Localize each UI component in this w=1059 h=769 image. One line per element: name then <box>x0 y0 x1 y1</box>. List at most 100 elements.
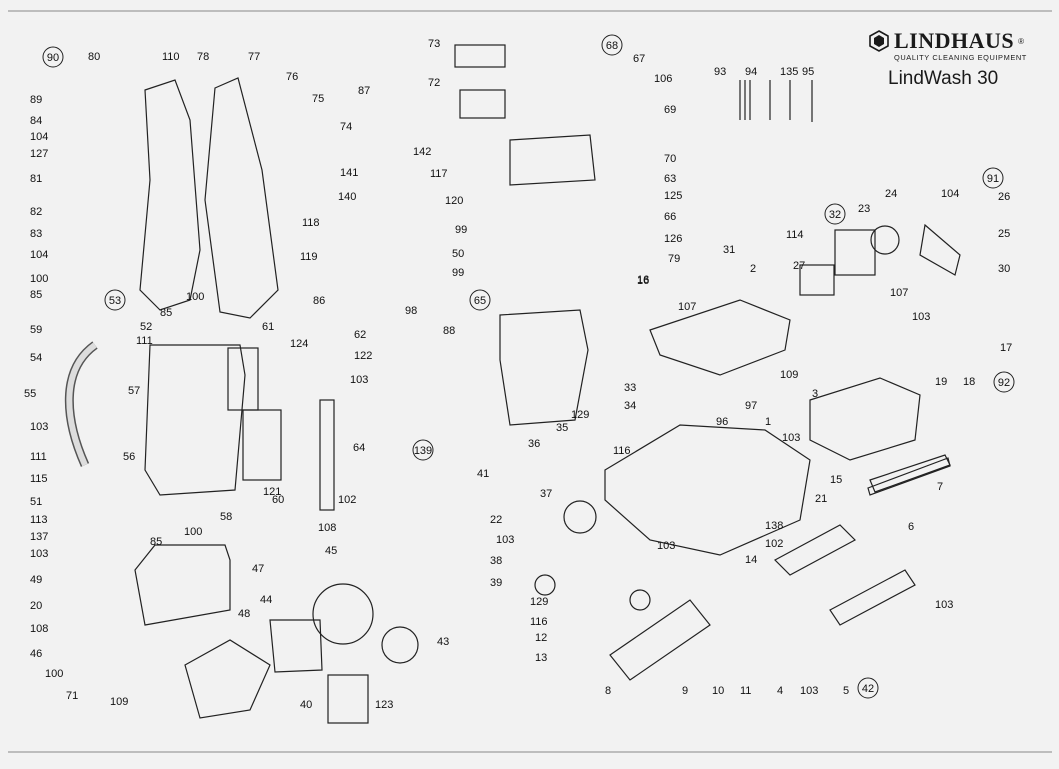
part-label-14: 14 <box>745 554 757 566</box>
brand-tagline: QUALITY CLEANING EQUIPMENT <box>894 53 1027 62</box>
callout-circle-92 <box>993 371 1015 393</box>
part-label-30: 30 <box>998 263 1010 275</box>
part-label-82: 82 <box>30 206 42 218</box>
part-label-103: 103 <box>935 599 953 611</box>
part-label-24: 24 <box>885 188 897 200</box>
part-label-135: 135 <box>780 66 798 78</box>
part-label-142: 142 <box>413 146 431 158</box>
part-label-15: 15 <box>830 474 842 486</box>
callout-label-42: 42 <box>862 683 874 695</box>
callout-label-90: 90 <box>47 52 59 64</box>
part-label-127: 127 <box>30 148 48 160</box>
callout-circle-65 <box>469 289 491 311</box>
part-label-47: 47 <box>252 563 264 575</box>
part-label-76: 76 <box>286 71 298 83</box>
part-label-93: 93 <box>714 66 726 78</box>
part-label-34: 34 <box>624 400 636 412</box>
part-label-70: 70 <box>664 153 676 165</box>
part-label-122: 122 <box>354 350 372 362</box>
part-label-51: 51 <box>30 496 42 508</box>
part-label-107: 107 <box>890 287 908 299</box>
part-label-6: 6 <box>908 521 914 533</box>
part-label-113: 113 <box>30 514 48 526</box>
part-label-103: 103 <box>657 540 675 552</box>
part-label-81: 81 <box>30 173 42 185</box>
callout-label-32: 32 <box>829 209 841 221</box>
part-label-49: 49 <box>30 574 42 586</box>
part-label-13: 13 <box>535 652 547 664</box>
part-label-123: 123 <box>375 699 393 711</box>
model-title: LindWash 30 <box>888 68 999 89</box>
part-label-85: 85 <box>150 536 162 548</box>
part-label-103: 103 <box>350 374 368 386</box>
part-label-21: 21 <box>815 493 827 505</box>
part-label-100: 100 <box>45 668 63 680</box>
part-label-104: 104 <box>30 249 48 261</box>
part-label-103: 103 <box>782 432 800 444</box>
part-label-58: 58 <box>220 511 232 523</box>
callout-circle-90 <box>42 46 64 68</box>
part-label-69: 69 <box>664 104 676 116</box>
part-label-55: 55 <box>24 388 36 400</box>
part-label-106: 106 <box>654 73 672 85</box>
part-label-54: 54 <box>30 352 42 364</box>
part-label-118: 118 <box>302 217 320 229</box>
part-label-63: 63 <box>664 173 676 185</box>
part-label-102: 102 <box>765 538 783 550</box>
part-label-80: 80 <box>88 51 100 63</box>
part-label-41: 41 <box>477 468 489 480</box>
part-label-125: 125 <box>664 190 682 202</box>
part-label-10: 10 <box>712 685 724 697</box>
part-label-100: 100 <box>186 291 204 303</box>
part-label-74: 74 <box>340 121 352 133</box>
part-label-99: 99 <box>455 224 467 236</box>
part-label-20: 20 <box>30 600 42 612</box>
part-label-114: 114 <box>786 229 804 241</box>
part-label-16: 16 <box>637 274 649 286</box>
part-label-17: 17 <box>1000 342 1012 354</box>
part-label-7: 7 <box>937 481 943 493</box>
part-label-62: 62 <box>354 329 366 341</box>
part-label-100: 100 <box>184 526 202 538</box>
part-label-9: 9 <box>682 685 688 697</box>
part-label-107: 107 <box>678 301 696 313</box>
part-label-40: 40 <box>300 699 312 711</box>
part-label-116: 116 <box>530 616 548 628</box>
part-label-56: 56 <box>123 451 135 463</box>
part-label-4: 4 <box>777 685 783 697</box>
part-label-89: 89 <box>30 94 42 106</box>
part-label-104: 104 <box>30 131 48 143</box>
part-label-48: 48 <box>238 608 250 620</box>
part-label-140: 140 <box>338 191 356 203</box>
brand-logo-block: LINDHAUS® QUALITY CLEANING EQUIPMENT <box>868 30 1043 62</box>
part-label-67: 67 <box>633 53 645 65</box>
part-label-138: 138 <box>765 520 783 532</box>
callout-circle-53 <box>104 289 126 311</box>
part-label-115: 115 <box>30 473 48 485</box>
part-label-84: 84 <box>30 115 42 127</box>
lindhaus-emblem-icon <box>869 30 889 52</box>
part-label-8: 8 <box>605 685 611 697</box>
brand-logo: LINDHAUS® <box>868 30 1043 52</box>
callout-label-139: 139 <box>414 445 432 457</box>
part-label-44: 44 <box>260 594 272 606</box>
part-label-86: 86 <box>313 295 325 307</box>
part-label-137: 137 <box>30 531 48 543</box>
part-label-71: 71 <box>66 690 78 702</box>
part-label-124: 124 <box>290 338 308 350</box>
part-label-18: 18 <box>963 376 975 388</box>
part-label-23: 23 <box>858 203 870 215</box>
part-label-25: 25 <box>998 228 1010 240</box>
callout-circle-139 <box>412 439 434 461</box>
part-label-31: 31 <box>723 244 735 256</box>
part-label-94: 94 <box>745 66 757 78</box>
part-label-38: 38 <box>490 555 502 567</box>
part-label-111: 111 <box>136 335 153 347</box>
callout-label-68: 68 <box>606 40 618 52</box>
part-label-102: 102 <box>338 494 356 506</box>
part-label-95: 95 <box>802 66 814 78</box>
part-label-59: 59 <box>30 324 42 336</box>
callout-label-53: 53 <box>109 295 121 307</box>
part-label-126: 126 <box>664 233 682 245</box>
